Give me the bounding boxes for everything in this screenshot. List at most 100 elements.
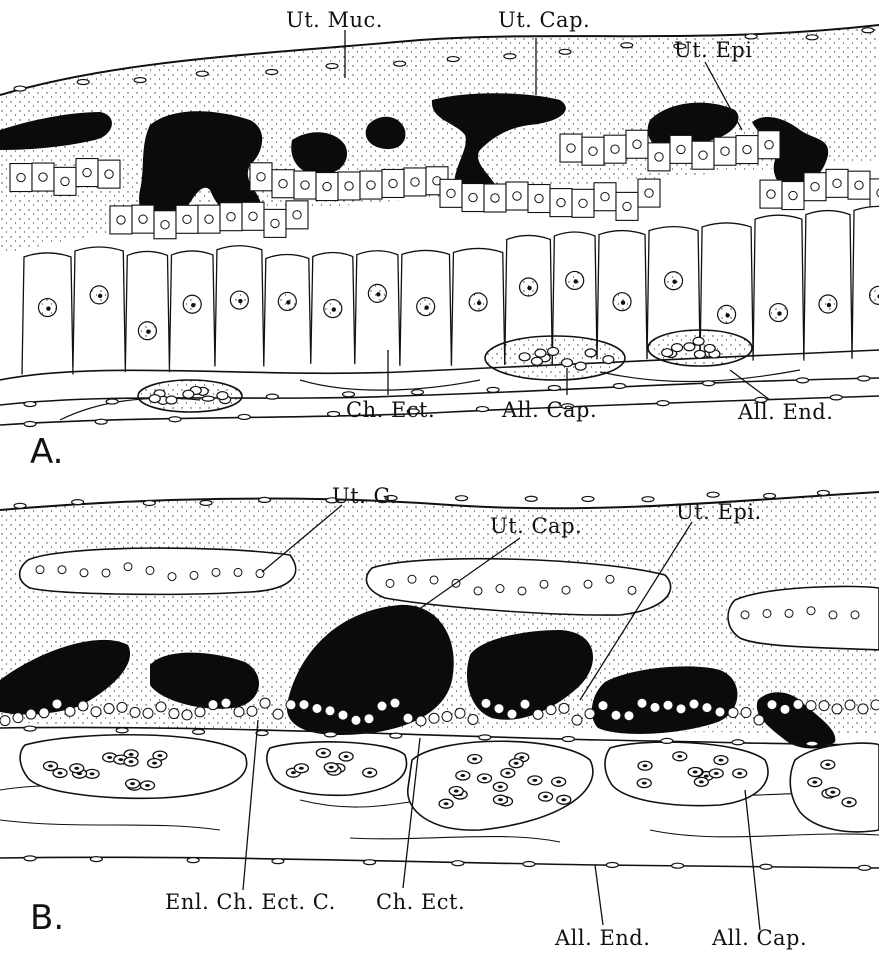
endothelial-nucleus [479,735,491,740]
endothelial-nucleus [169,417,181,422]
ectoderm-cell [390,698,400,708]
ectoderm-cell [286,700,296,710]
surface-nucleus [642,497,654,502]
blood-cell-core [514,762,519,765]
ectoderm-cell [676,704,686,714]
label-ut-cap-a: Ut. Cap. [498,8,590,32]
epithelial-nucleus [645,189,653,197]
ectoderm-cell [858,704,868,714]
ectoderm-cell [325,706,335,716]
endothelial-nucleus [732,740,744,745]
ectoderm-cell [247,706,257,716]
epithelial-nucleus [535,194,543,202]
epithelial-nucleus [721,147,729,155]
surface-nucleus [143,500,155,505]
epithelial-nucleus [557,198,565,206]
epithelial-nucleus [411,178,419,186]
blood-cell-core [498,798,503,801]
gland-nucleus [36,566,44,574]
endothelial-nucleus [328,411,340,416]
ectoderm-cell [234,707,244,717]
blood-cell-core [643,764,648,767]
nucleolus [725,313,729,317]
surface-nucleus [582,496,594,501]
endothelial-nucleus [797,378,809,383]
ectoderm-cell [13,713,23,723]
blood-cell-core [48,765,53,768]
epithelial-nucleus [249,212,257,220]
ectoderm-cell [156,702,166,712]
epithelial-nucleus [183,215,191,223]
gland-nucleus [212,568,220,576]
label-ut-g-b: Ut. G. [332,484,397,508]
ectoderm-cell [520,699,530,709]
panel-a-letter: A. [30,432,63,472]
label-ch-ect-b: Ch. Ect. [376,890,465,914]
epithelial-nucleus [611,145,619,153]
blood-cell-core [556,780,561,783]
ectoderm-cell [125,251,169,372]
blood-cell [693,337,704,345]
endothelial-nucleus [703,381,715,386]
nucleolus [98,294,102,298]
ectoderm-cell [585,709,595,719]
epithelial-nucleus [567,144,575,152]
epithelial-nucleus [293,211,301,219]
ectoderm-cell [104,704,114,714]
gland-nucleus [763,609,771,617]
endothelial-nucleus [806,741,818,746]
blood-cell-core [107,756,112,759]
nucleolus [332,307,336,311]
blood-cell [217,392,228,400]
blood-cell-core [812,781,817,784]
surface-nucleus [621,43,633,48]
surface-nucleus [394,61,406,66]
epithelial-nucleus [855,181,863,189]
surface-nucleus [806,35,818,40]
gland-nucleus [540,580,548,588]
epithelial-nucleus [257,173,265,181]
ectoderm-cell [663,700,673,710]
blood-cell [575,362,586,370]
blood-cell-core [299,767,304,770]
gland-nucleus [430,576,438,584]
label-enl-ch-ect-c-b: Enl. Ch. Ect. C. [165,890,336,914]
endothelial-nucleus [90,857,102,862]
epithelial-nucleus [633,140,641,148]
surface-nucleus [72,500,84,505]
nucleolus [424,305,428,309]
ectoderm-cell [273,709,283,719]
ectoderm-cell [351,715,361,725]
ectoderm-cell [312,703,322,713]
ectoderm-cell [780,704,790,714]
epithelial-nucleus [345,182,353,190]
blood-cell-core [505,772,510,775]
endothelial-nucleus [606,862,618,867]
label-all-end-a: All. End. [738,400,833,424]
ectoderm-cell [195,707,205,717]
epithelial-nucleus [491,194,499,202]
epithelial-nucleus [227,212,235,220]
epithelial-nucleus [367,181,375,189]
ectoderm-cell [637,698,647,708]
endothelial-nucleus [24,726,36,731]
ectoderm-cell [611,710,621,720]
blood-cell-core [677,755,682,758]
surface-nucleus [134,78,146,83]
surface-nucleus [559,49,571,54]
blood-cell-core [444,802,449,805]
gland-nucleus [102,569,110,577]
endothelial-nucleus [390,733,402,738]
epithelial-nucleus [205,215,213,223]
blood-cell [662,349,673,357]
nucleolus [376,292,380,296]
gland-nucleus [234,568,242,576]
blood-cell-core [714,772,719,775]
blood-cell [684,343,695,351]
endothelial-nucleus [858,865,870,870]
endothelial-nucleus [193,729,205,734]
surface-nucleus [200,500,212,505]
blood-cell-core [90,772,95,775]
blood-cell-core [58,772,63,775]
